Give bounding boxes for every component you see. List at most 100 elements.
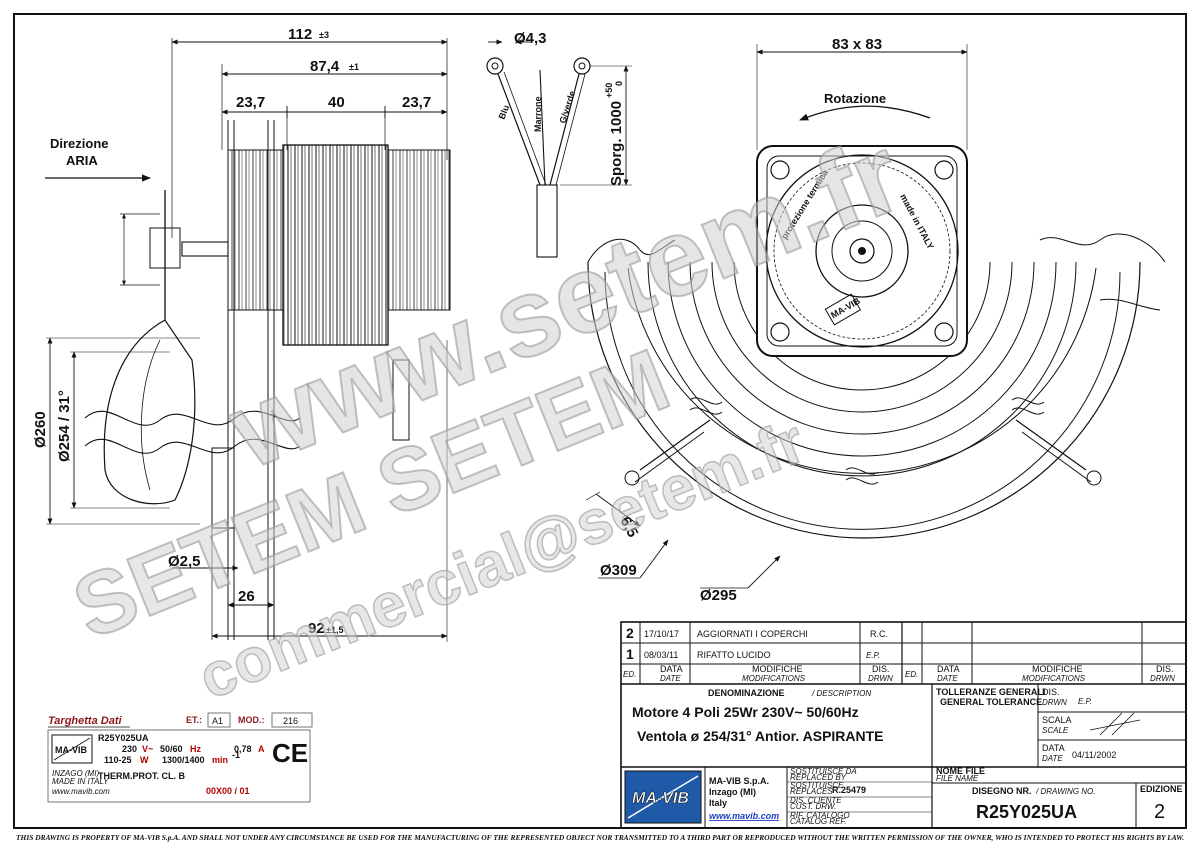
drawing-number: R25Y025UA <box>976 802 1077 822</box>
dim-seg-left: 23,7 <box>236 94 265 111</box>
company-block: MA-VIB MA-VIB S.p.A. Inzago (MI) Italy w… <box>624 766 1183 826</box>
nameplate-current: 0,78 <box>234 744 252 754</box>
file-name-label: FILE NAME <box>936 774 979 783</box>
nameplate-title: Targhetta Dati <box>48 715 122 727</box>
header-drwn: DRWN <box>868 674 893 683</box>
header-dis-right: DIS. <box>1156 664 1174 674</box>
dim-hole-dia: Ø4,3 <box>514 30 547 47</box>
drawing-no-label: / DRAWING NO. <box>1035 787 1095 796</box>
side-view: 112 ±3 87,4 ±1 23,7 40 23,7 Direzione AR… <box>32 26 451 642</box>
nome-file-label: NOME FILE <box>936 766 985 776</box>
watermark: www.setem.fr SETEM SETEM commercial@sete… <box>59 111 919 714</box>
nameplate-line2-a: 110-25 <box>104 755 132 765</box>
dim-dia-309: Ø309 <box>600 562 637 579</box>
wire-label-brown: Marrone <box>533 96 543 132</box>
dim-dia-295: Ø295 <box>700 587 737 604</box>
header-modifications: MODIFICATIONS <box>742 674 806 683</box>
dim-dia-260: Ø260 <box>32 411 49 448</box>
header-modifiche-right: MODIFICHE <box>1032 664 1083 674</box>
ref-replaced-by-en: REPLACED BY <box>790 773 847 782</box>
tolerance-label-en: GENERAL TOLERANCE <box>940 697 1042 707</box>
company-website-link[interactable]: www.mavib.com <box>709 811 779 821</box>
header-modifications-right: MODIFICATIONS <box>1022 674 1086 683</box>
dim-overall-length: 112 <box>288 26 312 43</box>
date-value: 04/11/2002 <box>1072 750 1116 760</box>
description-block: DENOMINAZIONE / DESCRIPTION Motore 4 Pol… <box>632 687 1141 763</box>
revision-by: R.C. <box>870 629 888 639</box>
page-border <box>13 13 1187 829</box>
nameplate-et-value: A1 <box>212 716 223 726</box>
nameplate-line2-c: 1300/1400 <box>162 755 205 765</box>
edizione-label: EDIZIONE <box>1140 784 1183 794</box>
dim-26: 26 <box>238 588 255 605</box>
nameplate-line1-c: 50/60 <box>160 744 183 754</box>
svg-text:MA-VIB: MA-VIB <box>632 790 689 807</box>
nameplate-mod-label: MOD.: <box>238 715 265 725</box>
denominazione-label: DENOMINAZIONE <box>708 688 785 698</box>
dim-92: 92 <box>308 620 325 637</box>
dim-flange: 83 x 83 <box>832 36 882 53</box>
drwn-label: DRWN <box>1042 698 1067 707</box>
dim-sporgenza-tol-dn: 0 <box>614 81 624 86</box>
title-block <box>620 621 1187 829</box>
ref-catalog-en: CATALOG REF. <box>790 817 846 826</box>
date-label: DATE <box>1042 754 1063 763</box>
scale-label: SCALE <box>1042 726 1069 735</box>
dim-overall-length-tol: ±3 <box>319 30 329 40</box>
nameplate-maker-2: MADE IN ITALY <box>52 777 109 786</box>
dim-92-tol: ±1,5 <box>326 625 343 635</box>
description-line-1: Motore 4 Poli 25Wr 230V~ 50/60Hz <box>632 704 859 720</box>
header-dis: DIS. <box>872 664 890 674</box>
disegno-label: DISEGNO NR. <box>972 786 1032 796</box>
ref-replaced-by-value: R.25479 <box>832 785 866 795</box>
nameplate-line1-b: V~ <box>142 744 153 754</box>
description-line-2: Ventola ø 254/31° Antior. ASPIRANTE <box>637 728 884 744</box>
nameplate-current-unit: A <box>258 744 265 754</box>
revision-desc: RIFATTO LUCIDO <box>697 650 771 660</box>
revision-row: 1 08/03/11 RIFATTO LUCIDO E.P. <box>626 646 880 662</box>
revision-desc: AGGIORNATI I COPERCHI <box>697 629 808 639</box>
revision-ed: 1 <box>626 646 634 662</box>
revision-date: 17/10/17 <box>644 629 679 639</box>
dim-dia-254: Ø254 / 31° <box>56 390 73 462</box>
rotation-label: Rotazione <box>824 91 886 106</box>
nameplate: Targhetta Dati ET.: A1 MOD.: 216 MA-VIB … <box>47 712 313 803</box>
header-ed-right: ED. <box>905 670 918 679</box>
dim-dia-2-5: Ø2,5 <box>168 553 201 570</box>
ref-replaces-it: SOSTITUISCE <box>790 781 844 790</box>
air-direction-label: Direzione <box>50 136 109 151</box>
dim-sporgenza-tol-up: +50 <box>604 83 614 98</box>
nameplate-line2-b: W <box>140 755 149 765</box>
ref-replaced-by-it: SOSTITUISCE DA <box>790 767 857 776</box>
company-name: MA-VIB S.p.A. <box>709 776 769 786</box>
nameplate-logo: MA-VIB <box>51 734 93 764</box>
svg-text:MA-VIB: MA-VIB <box>55 745 87 755</box>
wire-label-yg: G/verde <box>557 90 577 125</box>
company-country: Italy <box>709 798 727 808</box>
dim-seg-mid: 40 <box>328 94 345 111</box>
nameplate-et-label: ET.: <box>186 715 202 725</box>
header-data-right: DATA <box>937 664 960 674</box>
dim-body-length: 87,4 <box>310 58 340 75</box>
footer-copyright: THIS DRAWING IS PROPERTY OF MA-VIB S.p.A… <box>16 833 1184 842</box>
scale-signature <box>1089 712 1141 736</box>
ref-cust-en: CUST. DRW. <box>790 802 836 811</box>
ref-replaces-en: REPLACES <box>790 787 833 796</box>
revision-date: 08/03/11 <box>644 650 678 660</box>
revision-table: 2 17/10/17 AGGIORNATI I COPERCHI R.C. 1 … <box>623 625 1175 683</box>
nameplate-therm: THERM.PROT. CL. B <box>98 771 185 781</box>
header-date: DATE <box>660 674 681 683</box>
company-logo: MA-VIB <box>624 770 702 824</box>
header-date-right: DATE <box>937 674 958 683</box>
wire-label-blue: Blu <box>497 104 512 121</box>
nameplate-line1-d: Hz <box>190 744 201 754</box>
dim-sporgenza: Sporg. 1000 <box>608 101 625 186</box>
nameplate-line2-e: -1 <box>232 750 240 760</box>
nameplate-line2-d: min <box>212 755 228 765</box>
dim-seg-right: 23,7 <box>402 94 431 111</box>
company-city: Inzago (MI) <box>709 787 756 797</box>
rotation-arrow <box>799 105 931 121</box>
data-label: DATA <box>1042 743 1065 753</box>
revision-ed: 2 <box>626 625 634 641</box>
